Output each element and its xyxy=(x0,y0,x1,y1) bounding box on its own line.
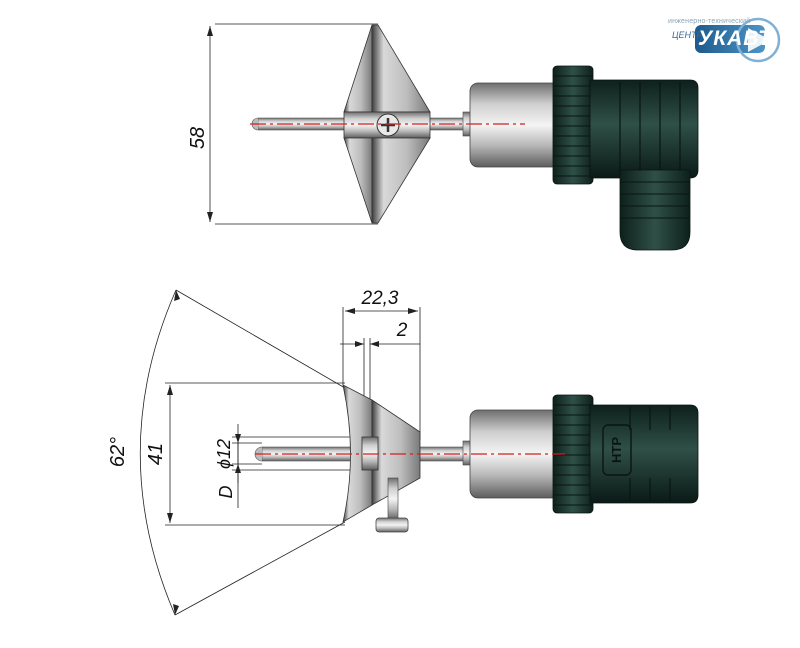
side-view xyxy=(139,289,699,616)
dim-2-label: 2 xyxy=(396,320,408,341)
logo-center: ЦЕНТР xyxy=(672,30,703,40)
dim-diameter-12-label: ϕ12 xyxy=(214,439,234,469)
dim-62-angle-label: 62° xyxy=(107,437,129,467)
dim-d-label: D xyxy=(216,486,236,499)
logo-name: УКАВТ xyxy=(698,27,772,50)
logo-caption: инженерно-технический xyxy=(668,18,751,25)
company-logo xyxy=(695,17,781,63)
top-view xyxy=(207,23,699,251)
connector-label: НТР xyxy=(609,437,624,463)
dim-22-3-label: 22,3 xyxy=(361,288,399,309)
dim-58-label: 58 xyxy=(187,127,209,149)
dim-41-label: 41 xyxy=(145,443,167,465)
